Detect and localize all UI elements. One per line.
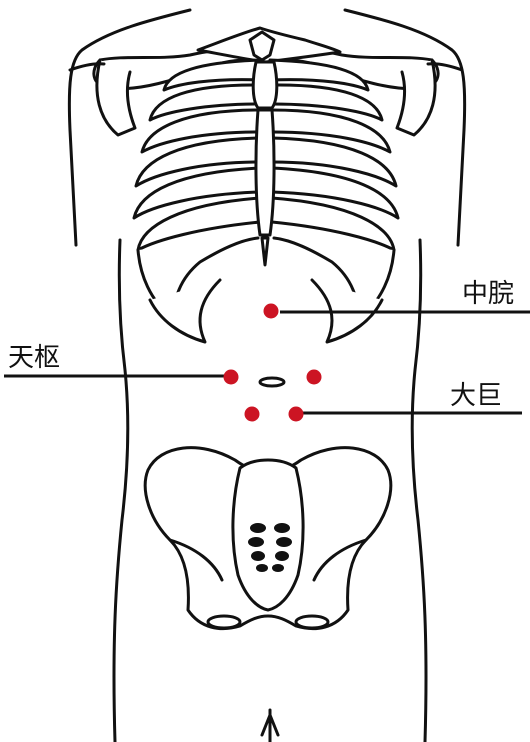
acupoints — [224, 304, 322, 422]
acupoint-daju-right — [289, 407, 304, 422]
label-tianshu: 天枢 — [8, 343, 60, 373]
acupoint-tianshu-left — [224, 370, 239, 385]
acupoint-tianshu-right — [307, 370, 322, 385]
label-zhongwan: 中脘 — [462, 279, 514, 309]
navel — [260, 378, 284, 386]
label-daju: 大巨 — [450, 381, 502, 411]
pelvis — [145, 378, 391, 629]
acupoint-zhongwan — [264, 304, 279, 319]
acupoint-daju-left — [245, 407, 260, 422]
